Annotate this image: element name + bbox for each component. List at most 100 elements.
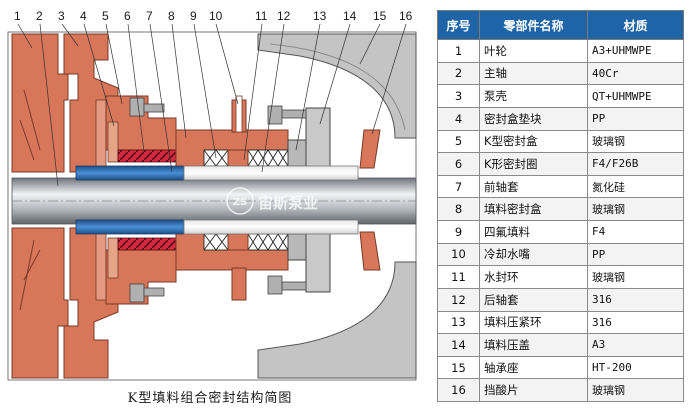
seal-box-spacer	[107, 121, 119, 163]
acid-baffle-bottom	[359, 231, 381, 271]
k-seal-box-bottom	[105, 249, 177, 305]
rear-sleeve-bottom	[183, 219, 359, 235]
cell-material: 40Cr	[587, 61, 684, 86]
cell-no: 15	[437, 355, 480, 380]
callout-3: 3	[58, 9, 65, 23]
front-sleeve-bottom	[75, 219, 185, 235]
cell-material: 玻璃钢	[587, 378, 684, 402]
header-name: 零部件名称	[479, 10, 588, 40]
cell-no: 8	[437, 197, 480, 221]
callout-10: 10	[209, 9, 223, 23]
cell-no: 3	[437, 84, 480, 108]
table-header-row: 序号 零部件名称 材质	[437, 10, 684, 40]
packing-gland-ring-bottom	[287, 233, 307, 261]
callout-2: 2	[36, 9, 43, 23]
cell-name: K形密封圈	[479, 152, 588, 176]
cell-no: 13	[437, 310, 480, 335]
cell-no: 14	[437, 333, 480, 357]
callout-9: 9	[190, 9, 197, 23]
packing-gland	[305, 107, 331, 169]
cell-name: 主轴	[479, 61, 588, 86]
cell-material: PP	[587, 242, 684, 267]
callout-11: 11	[255, 9, 268, 23]
cell-name: 叶轮	[479, 39, 588, 63]
header-no: 序号	[437, 10, 480, 40]
callout-1: 1	[14, 9, 21, 23]
k-seal-box	[105, 95, 177, 151]
cell-material: 氮化硅	[587, 174, 684, 199]
cell-material: A3	[587, 333, 684, 357]
ptfe-packing	[203, 149, 289, 251]
seal-box-spacer-bottom	[107, 237, 119, 279]
cell-material: F4/F26B	[587, 152, 684, 176]
callout-4: 4	[80, 9, 87, 23]
bearing-housing	[257, 33, 417, 139]
k-seal-rings	[117, 149, 177, 163]
seal-structure-diagram: ZS 宙斯泵业 1 2 3 4 5 6 7 8 9 10 11 12 13 14	[7, 9, 417, 381]
lantern-ring-bottom	[227, 233, 249, 251]
cell-name: 填料压紧环	[479, 310, 588, 335]
bearing-housing-bottom	[257, 261, 417, 379]
cell-material: QT+UHMWPE	[587, 84, 684, 108]
cell-material: 玻璃钢	[587, 129, 684, 154]
rear-bolts	[267, 105, 307, 295]
cell-no: 11	[437, 265, 480, 289]
watermark-text: 宙斯泵业	[258, 194, 318, 212]
cell-name: 水封环	[479, 265, 588, 289]
callout-5: 5	[102, 9, 109, 23]
callout-6: 6	[124, 9, 131, 23]
cell-material: 316	[587, 310, 684, 335]
cell-material: 316	[587, 287, 684, 312]
cell-material: F4	[587, 220, 684, 244]
cell-material: A3+UHMWPE	[587, 39, 684, 63]
watermark-logo: ZS	[233, 197, 247, 208]
cell-no: 16	[437, 378, 480, 402]
acid-baffle	[359, 129, 381, 169]
cell-no: 10	[437, 242, 480, 267]
cell-name: 挡酸片	[479, 378, 588, 402]
rear-sleeve	[183, 165, 359, 181]
callout-13: 13	[313, 9, 327, 23]
k-seal-rings-bottom	[117, 237, 177, 251]
watermark: ZS 宙斯泵业	[226, 187, 318, 215]
cell-name: K型密封盒	[479, 129, 588, 154]
cell-name: 轴承座	[479, 355, 588, 380]
cell-no: 12	[437, 287, 480, 312]
cell-no: 2	[437, 61, 480, 86]
cell-name: 前轴套	[479, 174, 588, 199]
diagram-caption: K型填料组合密封结构简图	[127, 391, 293, 406]
front-bolts	[129, 97, 165, 303]
callout-15: 15	[373, 9, 387, 23]
callout-16: 16	[399, 9, 413, 23]
cell-name: 泵壳	[479, 84, 588, 108]
cell-name: 填料密封盒	[479, 197, 588, 221]
callout-8: 8	[168, 9, 175, 23]
cell-name: 后轴套	[479, 287, 588, 312]
cell-no: 6	[437, 152, 480, 176]
cell-no: 9	[437, 220, 480, 244]
cell-material: HT-200	[587, 355, 684, 380]
cell-no: 1	[437, 39, 480, 63]
cell-material: 玻璃钢	[587, 265, 684, 289]
callout-14: 14	[343, 9, 357, 23]
cell-name: 四氟填料	[479, 220, 588, 244]
callout-7: 7	[146, 9, 153, 23]
cell-material: 玻璃钢	[587, 197, 684, 221]
leader-lines	[17, 23, 407, 187]
impeller-bottom	[11, 227, 69, 379]
cooling-water-nozzle-bottom	[231, 267, 247, 301]
header-material: 材质	[587, 10, 684, 40]
